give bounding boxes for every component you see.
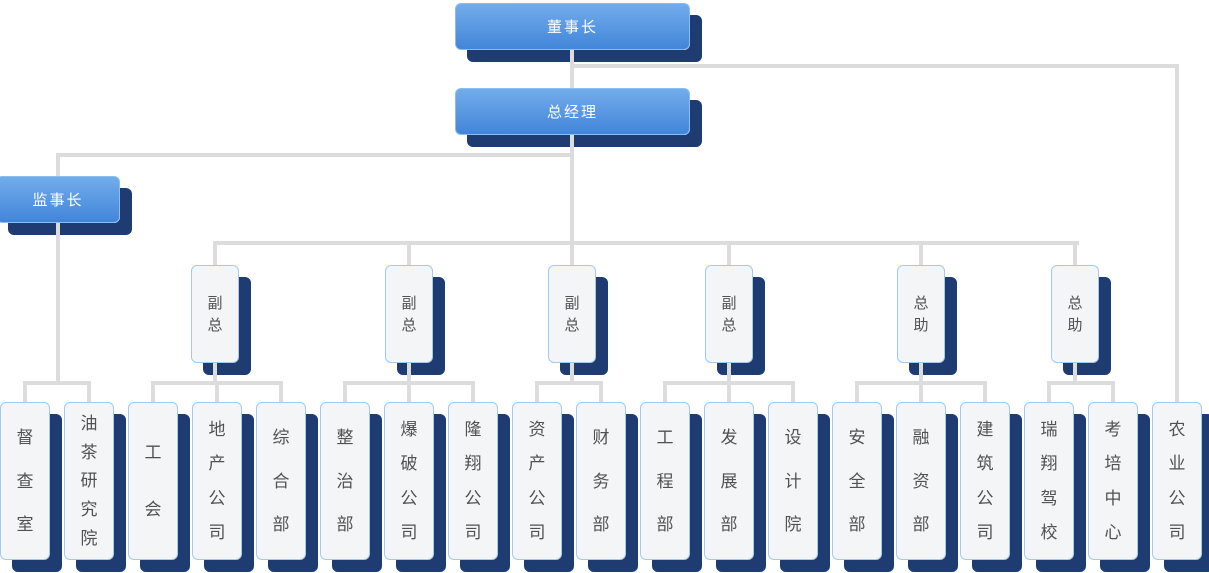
org-node-label: 资产公司 <box>528 419 546 543</box>
connector-line <box>1175 64 1179 402</box>
connector-line <box>23 381 91 385</box>
org-node-dept: 爆破公司 <box>384 402 434 560</box>
connector-line <box>56 153 60 176</box>
connector-line <box>23 381 27 402</box>
org-node-label: 副总 <box>207 294 223 334</box>
org-node-label: 考培中心 <box>1104 419 1122 543</box>
connector-line <box>983 381 987 402</box>
org-node-label: 瑞翔驾校 <box>1040 419 1058 543</box>
org-node-dept: 工会 <box>128 402 178 560</box>
org-node-general-manager: 总经理 <box>455 88 690 135</box>
connector-line <box>407 363 411 385</box>
org-node-label: 爆破公司 <box>400 419 418 543</box>
org-node-label: 副总 <box>401 294 417 334</box>
org-node-label: 整治部 <box>336 428 354 534</box>
connector-line <box>727 381 731 402</box>
org-node-label: 综合部 <box>272 428 290 534</box>
connector-line <box>535 381 603 385</box>
connector-line <box>727 241 731 265</box>
connector-line <box>919 363 923 385</box>
org-node-executive: 副总 <box>385 265 433 363</box>
connector-line <box>599 381 603 402</box>
org-node-executive: 总助 <box>1051 265 1099 363</box>
connector-line <box>1047 381 1051 402</box>
org-node-dept: 发展部 <box>704 402 754 560</box>
connector-line <box>87 381 91 402</box>
org-node-dept: 地产公司 <box>192 402 242 560</box>
org-node-label: 隆翔公司 <box>464 419 482 543</box>
org-node-dept: 财务部 <box>576 402 626 560</box>
org-node-dept: 整治部 <box>320 402 370 560</box>
org-node-label: 农业公司 <box>1168 419 1186 543</box>
org-node-dept: 隆翔公司 <box>448 402 498 560</box>
org-node-dept: 农业公司 <box>1152 402 1202 560</box>
connector-line <box>570 363 574 385</box>
org-node-executive: 总助 <box>897 265 945 363</box>
org-node-label: 副总 <box>721 294 737 334</box>
org-node-label: 工程部 <box>656 428 674 534</box>
connector-line <box>791 381 795 402</box>
connector-line <box>56 153 574 157</box>
org-node-label: 总助 <box>1067 294 1083 334</box>
connector-line <box>919 381 923 402</box>
connector-line <box>1073 363 1077 385</box>
connector-line <box>213 363 217 385</box>
org-node-label: 董事长 <box>546 19 598 36</box>
org-node-label: 地产公司 <box>208 419 226 543</box>
org-node-label: 副总 <box>564 294 580 334</box>
connector-line <box>570 50 574 88</box>
org-node-dept: 安全部 <box>832 402 882 560</box>
org-node-dept: 建筑公司 <box>960 402 1010 560</box>
connector-line <box>215 381 219 402</box>
connector-line <box>56 223 60 385</box>
org-node-chairman: 董事长 <box>455 3 690 50</box>
connector-line <box>151 381 155 402</box>
connector-line <box>279 381 283 402</box>
org-node-supervisor: 监事长 <box>0 176 120 223</box>
connector-line <box>535 381 539 402</box>
org-node-dept: 督查室 <box>0 402 50 560</box>
connector-line <box>727 363 731 385</box>
org-node-dept: 资产公司 <box>512 402 562 560</box>
connector-line <box>1111 381 1115 402</box>
org-node-executive: 副总 <box>191 265 239 363</box>
org-node-label: 监事长 <box>32 192 84 209</box>
org-node-dept: 瑞翔驾校 <box>1024 402 1074 560</box>
connector-line <box>407 381 411 402</box>
connector-line <box>570 135 574 265</box>
org-node-label: 安全部 <box>848 428 866 534</box>
connector-line <box>213 241 1079 245</box>
org-node-dept: 工程部 <box>640 402 690 560</box>
connector-line <box>1047 381 1115 385</box>
org-node-executive: 副总 <box>705 265 753 363</box>
org-node-executive: 副总 <box>548 265 596 363</box>
org-node-label: 融资部 <box>912 428 930 534</box>
org-node-dept: 考培中心 <box>1088 402 1138 560</box>
org-node-dept: 融资部 <box>896 402 946 560</box>
connector-line <box>663 381 667 402</box>
org-node-label: 发展部 <box>720 428 738 534</box>
org-node-label: 设计院 <box>784 428 802 534</box>
connector-line <box>855 381 859 402</box>
org-node-dept: 油茶研究院 <box>64 402 114 560</box>
connector-line <box>471 381 475 402</box>
connector-line <box>919 241 923 265</box>
connector-line <box>213 241 217 265</box>
org-node-dept: 综合部 <box>256 402 306 560</box>
connector-line <box>343 381 347 402</box>
connector-line <box>1073 241 1077 265</box>
org-node-label: 财务部 <box>592 428 610 534</box>
org-node-label: 建筑公司 <box>976 419 994 543</box>
org-node-label: 总经理 <box>546 104 598 121</box>
org-node-label: 工会 <box>144 442 162 520</box>
org-node-label: 督查室 <box>16 428 34 534</box>
org-node-dept: 设计院 <box>768 402 818 560</box>
org-node-label: 总助 <box>913 294 929 334</box>
org-node-label: 油茶研究院 <box>80 413 98 549</box>
connector-line <box>407 241 411 265</box>
connector-line <box>570 64 1179 68</box>
